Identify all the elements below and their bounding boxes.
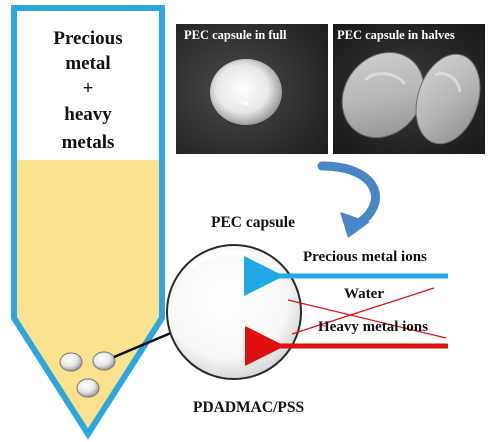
precious-ions-label: Precious metal ions (303, 249, 427, 265)
half-capsule-right (415, 53, 481, 145)
zoom-connector-line (113, 328, 179, 359)
tube-label-line4: heavy (64, 104, 112, 125)
test-tube: Precious metal + heavy metals (11, 5, 165, 440)
photo-halves-caption: PEC capsule in halves (337, 28, 455, 42)
heavy-ions-label: Heavy metal ions (318, 319, 428, 335)
solution-fill (16, 160, 160, 432)
tube-label-line5: metals (62, 132, 115, 153)
tube-label-line2: metal (65, 53, 110, 74)
photo-capsule-halves: PEC capsule in halves (333, 24, 485, 154)
bead (59, 352, 83, 372)
bead (76, 378, 100, 398)
capsule-title: PEC capsule (211, 214, 295, 231)
capsule-material-label: PDADMAC/PSS (193, 399, 304, 416)
blocked-cross-line-a (287, 299, 447, 339)
curved-arrow (317, 161, 380, 238)
tube-label-line1: Precious (53, 28, 122, 49)
bead (92, 351, 116, 371)
half-capsule-left (341, 52, 425, 138)
blocked-cross-line-b (291, 287, 435, 335)
photo-capsule-full: PEC capsule in full (176, 24, 328, 154)
tube-outline (11, 5, 165, 440)
full-capsule-image (210, 59, 282, 125)
water-label: Water (344, 286, 384, 302)
pec-capsule (166, 244, 302, 380)
photo-full-caption: PEC capsule in full (184, 28, 287, 42)
tube-label-line3: + (83, 78, 94, 99)
